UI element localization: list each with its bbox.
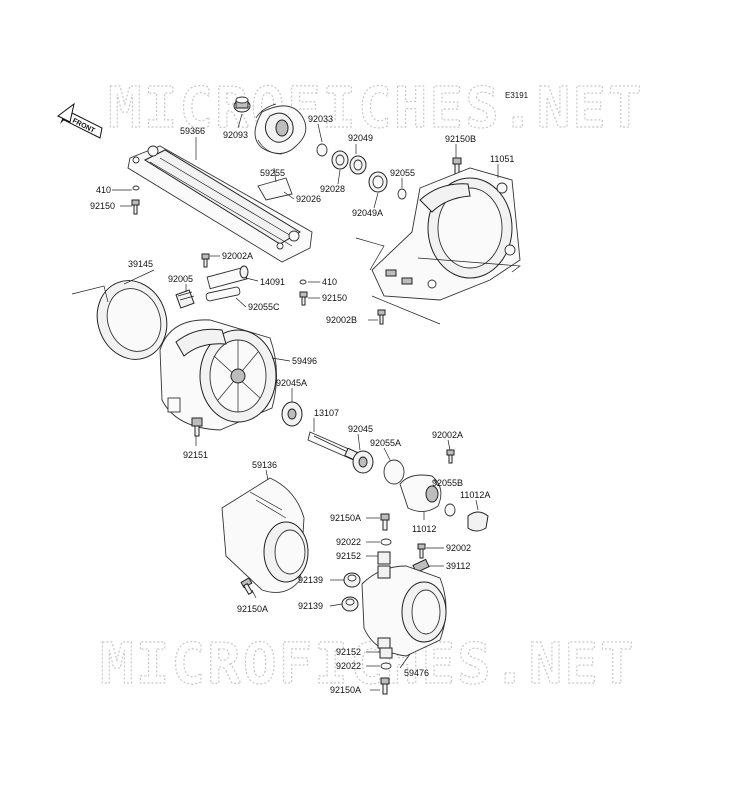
bolt-92150A-c [380, 677, 390, 695]
label-92045: 92045 [348, 424, 373, 434]
washer-92022-a [380, 538, 392, 546]
label-92151: 92151 [183, 450, 208, 460]
label-92150B: 92150B [445, 134, 476, 144]
bearing-92045A [281, 401, 303, 427]
oring-92055 [397, 188, 407, 200]
label-92055A: 92055A [370, 438, 401, 448]
seal-92049A [368, 171, 388, 193]
watermark-top: MICROFICHES.NET [108, 76, 644, 141]
label-92002B: 92002B [326, 315, 357, 325]
label-92022-b: 92022 [336, 661, 361, 671]
label-92026: 92026 [296, 194, 321, 204]
label-92152-a: 92152 [336, 551, 361, 561]
label-13107: 13107 [314, 408, 339, 418]
label-11012: 11012 [412, 524, 436, 534]
label-410-b: 410 [322, 277, 337, 287]
bolt-92151 [191, 417, 203, 437]
bolt-92002A-mid [446, 449, 455, 464]
collar-92152-a [377, 551, 391, 565]
cap-92005 [175, 289, 195, 309]
bushing-92139-b [341, 596, 359, 612]
collar-92152-b [379, 647, 393, 659]
seal-92049 [349, 155, 367, 175]
label-92033: 92033 [308, 114, 333, 124]
pump-rail-59366 [127, 145, 313, 263]
label-92139-a: 92139 [298, 575, 323, 585]
label-92093: 92093 [223, 130, 248, 140]
label-92028: 92028 [320, 184, 345, 194]
label-92139-b: 92139 [298, 601, 323, 611]
label-92055: 92055 [390, 168, 415, 178]
label-92055B: 92055B [432, 478, 463, 488]
reference-code: E3191 [505, 91, 529, 100]
bolt-92150A-a [380, 513, 390, 531]
bushing-92028 [331, 150, 349, 170]
plate-92026 [257, 177, 293, 201]
label-11012A: 11012A [460, 490, 490, 500]
label-92049: 92049 [348, 133, 373, 143]
wear-ring-39145 [96, 280, 168, 360]
label-59476: 59476 [404, 668, 429, 678]
bearing-92045 [352, 450, 374, 474]
cap-11012A [467, 511, 489, 532]
bolt-92002 [417, 543, 426, 559]
bolt-92002A-top [201, 253, 210, 268]
oring-92055B [444, 503, 456, 517]
bolt-92002B [377, 309, 386, 325]
label-92049A: 92049A [352, 208, 383, 218]
pump-bowl-59496 [159, 319, 277, 431]
washer-92022-b [380, 662, 392, 670]
label-92152-b: 92152 [336, 647, 361, 657]
label-92055C: 92055C [248, 302, 280, 312]
label-39145: 39145 [128, 259, 153, 269]
pump-case-11051 [371, 167, 521, 301]
label-92150A-a: 92150A [330, 513, 361, 523]
label-92005: 92005 [168, 274, 193, 284]
label-92150A-c: 92150A [330, 685, 361, 695]
nozzle-59136 [221, 477, 309, 593]
label-59136: 59136 [252, 460, 277, 470]
label-410-a: 410 [96, 185, 111, 195]
label-92002: 92002 [446, 543, 471, 553]
oring-92055C [205, 286, 241, 302]
label-92002A-top: 92002A [222, 251, 253, 261]
label-92150-b: 92150 [322, 293, 347, 303]
label-11051: 11051 [490, 154, 514, 164]
oring-92055A [383, 459, 405, 485]
label-92150A-b: 92150A [237, 604, 268, 614]
label-14091: 14091 [260, 277, 285, 287]
front-arrow-icon: FRONT [57, 102, 103, 139]
washer-410-a [132, 185, 140, 191]
leader-lines [112, 113, 499, 691]
bolt-92150-a [131, 199, 140, 215]
bushing-92139-a [343, 572, 361, 588]
cap-11012 [399, 474, 442, 512]
circlip-92033 [316, 143, 328, 157]
washer-410-b [299, 279, 307, 285]
nut-92093 [233, 96, 251, 113]
label-92022-a: 92022 [336, 537, 361, 547]
bolt-92150-b [299, 291, 308, 306]
label-59496: 59496 [292, 356, 317, 366]
impeller-59255 [254, 103, 307, 155]
label-92045A: 92045A [276, 378, 307, 388]
watermark-bottom: MICROFICHES.NET [100, 632, 636, 697]
label-59255: 59255 [260, 168, 285, 178]
label-92002A-mid: 92002A [432, 430, 463, 440]
cap-14091 [206, 265, 249, 290]
label-92150-a: 92150 [90, 201, 115, 211]
shaft-13107 [307, 431, 361, 463]
label-59366: 59366 [180, 126, 205, 136]
label-39112: 39112 [446, 561, 470, 571]
bolt-92150A-b [240, 577, 253, 596]
steering-nozzle-59476 [361, 565, 447, 657]
